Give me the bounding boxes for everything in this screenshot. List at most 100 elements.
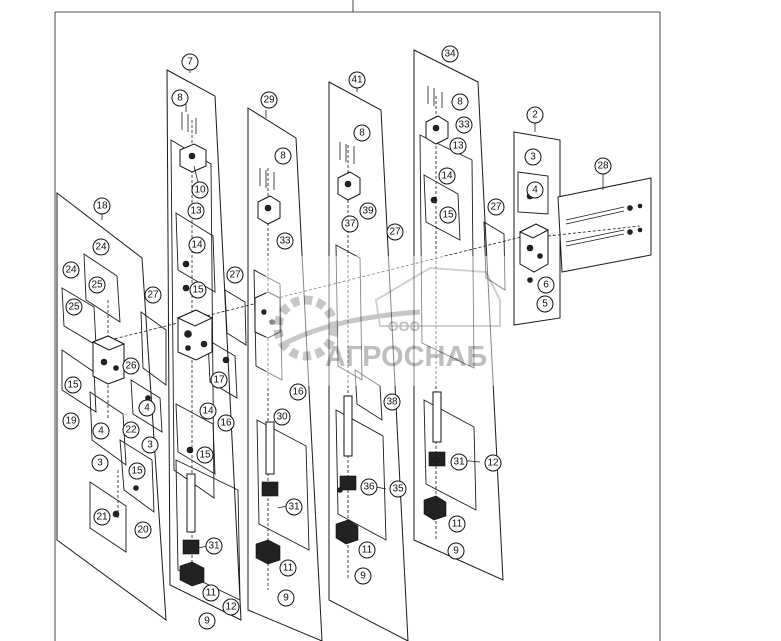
callout-label: 11 <box>283 563 294 574</box>
callout-9: 9 <box>277 589 295 607</box>
callout-label: 37 <box>344 219 356 230</box>
callout-17: 17 <box>210 371 228 389</box>
callout-label: 4 <box>98 426 104 437</box>
callout-24: 24 <box>62 261 80 279</box>
callout-14: 14 <box>438 167 456 185</box>
callout-circle <box>210 371 228 389</box>
callout-circle <box>62 261 80 279</box>
callout-label: 9 <box>453 546 459 557</box>
callout-label: 2 <box>532 110 538 121</box>
cap-33a <box>257 195 281 225</box>
callout-38: 38 <box>383 393 401 411</box>
callout-label: 3 <box>147 440 153 451</box>
callout-30: 30 <box>273 408 291 426</box>
callout-label: 27 <box>147 290 159 301</box>
callout-label: 36 <box>363 482 375 493</box>
watermark-prefix: ООО <box>388 318 421 334</box>
callout-label: 24 <box>95 242 107 253</box>
cap-10 <box>179 143 207 173</box>
callout-circle <box>217 414 235 432</box>
gear-icon <box>273 295 339 361</box>
callout-circle <box>260 91 278 109</box>
callout-label: 9 <box>283 593 289 604</box>
callout-15: 15 <box>196 446 214 464</box>
callout-circle <box>188 236 206 254</box>
callout-circle <box>348 71 366 89</box>
callout-label: 14 <box>191 240 203 251</box>
callout-circle <box>187 202 205 220</box>
callout-15: 15 <box>189 281 207 299</box>
callout-27: 27 <box>487 198 505 216</box>
callout-label: 25 <box>91 280 103 291</box>
callout-label: 16 <box>292 387 304 398</box>
valve-block-7 <box>176 309 214 361</box>
callout-36: 36 <box>360 478 378 496</box>
callout-label: 33 <box>458 120 470 131</box>
callout-label: 8 <box>177 93 183 104</box>
callout-circle <box>484 454 502 472</box>
callout-label: 31 <box>288 502 300 513</box>
callout-label: 15 <box>192 285 204 296</box>
cap-33b <box>425 115 449 145</box>
callout-circle <box>88 276 106 294</box>
callout-33: 33 <box>455 116 473 134</box>
callout-circle <box>276 232 294 250</box>
callout-label: 12 <box>225 602 237 613</box>
callout-33: 33 <box>276 232 294 250</box>
callout-label: 8 <box>359 128 365 139</box>
callout-label: 9 <box>204 616 210 627</box>
callout-label: 15 <box>442 210 454 221</box>
callout-8: 8 <box>274 147 292 165</box>
callout-29: 29 <box>260 91 278 109</box>
callout-label: 13 <box>190 206 202 217</box>
callout-circle <box>138 399 156 417</box>
callout-label: 11 <box>206 588 217 599</box>
springs <box>182 391 446 555</box>
callout-circle <box>360 478 378 496</box>
callout-13: 13 <box>449 137 467 155</box>
callout-8: 8 <box>353 124 371 142</box>
callout-21: 21 <box>93 508 111 526</box>
callout-10: 10 <box>191 181 209 199</box>
plate-29 <box>247 107 323 641</box>
callout-39: 39 <box>359 202 377 220</box>
callout-label: 39 <box>362 206 374 217</box>
callout-label: 26 <box>125 361 137 372</box>
callout-label: 13 <box>452 141 464 152</box>
callout-label: 22 <box>125 425 137 436</box>
callout-circle <box>451 93 469 111</box>
callout-27: 27 <box>144 286 162 304</box>
callout-circle <box>438 167 456 185</box>
callout-26: 26 <box>122 357 140 375</box>
callout-label: 3 <box>530 152 536 163</box>
callout-label: 17 <box>213 375 225 386</box>
callout-label: 4 <box>144 403 150 414</box>
callout-27: 27 <box>386 223 404 241</box>
callout-4: 4 <box>138 399 156 417</box>
callout-3: 3 <box>91 454 109 472</box>
callout-circle <box>91 454 109 472</box>
callout-circle <box>359 202 377 220</box>
callout-label: 35 <box>392 484 404 495</box>
callout-label: 28 <box>597 161 609 172</box>
callout-label: 4 <box>532 185 538 196</box>
callout-label: 30 <box>276 412 288 423</box>
callout-label: 31 <box>208 541 220 552</box>
callout-label: 27 <box>389 227 401 238</box>
callout-7: 7 <box>181 53 199 71</box>
callout-circle <box>196 446 214 464</box>
bolts <box>181 86 443 190</box>
callout-label: 34 <box>444 49 456 60</box>
callout-label: 11 <box>362 545 373 556</box>
valve-block-18 <box>91 335 126 385</box>
callout-16: 16 <box>289 383 307 401</box>
callout-circle <box>122 357 140 375</box>
callout-circle <box>536 295 554 313</box>
callout-15: 15 <box>64 376 82 394</box>
callout-circle <box>285 498 303 516</box>
callout-circle <box>450 453 468 471</box>
callout-circle <box>189 281 207 299</box>
harvester-icon <box>374 266 501 327</box>
valve-block-2 <box>518 223 550 273</box>
